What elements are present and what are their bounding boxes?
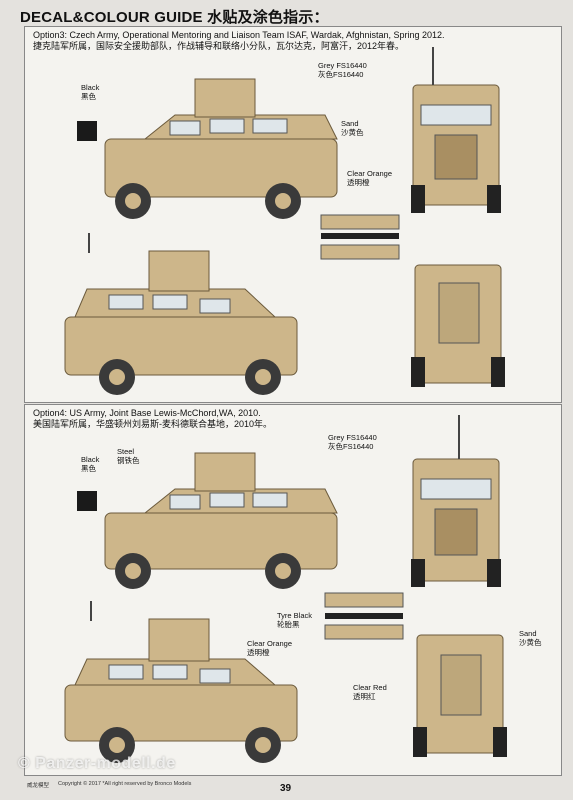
mrap-rear-view	[411, 264, 505, 387]
option3-panel: Option3: Czech Army, Operational Mentori…	[24, 26, 562, 403]
watermark: © Panzer-modell.de	[18, 755, 176, 772]
option3-title-en: Option3: Czech Army, Operational Mentori…	[33, 30, 445, 40]
option4-title-cn: 美国陆军所属，华盛顿州刘易斯-麦科德联合基地，2010年。	[33, 419, 273, 429]
option4-caption: Option4: US Army, Joint Base Lewis-McCho…	[33, 408, 272, 430]
black-swatch	[77, 491, 97, 511]
hatch-detail-parts	[320, 214, 400, 260]
option3-caption: Option3: Czech Army, Operational Mentori…	[33, 30, 445, 52]
option4-title-en: Option4: US Army, Joint Base Lewis-McCho…	[33, 408, 261, 418]
option4-panel: Option4: US Army, Joint Base Lewis-McCho…	[24, 404, 562, 776]
footer-brand: 威龙模型	[27, 783, 50, 789]
mrap-front-view	[411, 458, 501, 587]
footer-copyright: Copyright © 2017 *All right reserved by …	[58, 781, 192, 787]
option4-vehicle-drawings	[64, 415, 507, 763]
mrap-side-view-right	[104, 78, 338, 219]
mrap-front-view	[411, 84, 501, 213]
mrap-rear-view	[413, 634, 507, 757]
option3-vehicle-drawings	[64, 47, 505, 395]
option3-title-cn: 捷克陆军所属，国际安全援助部队，作战辅导和联络小分队，瓦尔达克，阿富汗，2012…	[33, 41, 405, 51]
page-title: DECAL&COLOUR GUIDE 水贴及涂色指示：	[20, 9, 329, 26]
mrap-side-view-right	[104, 452, 338, 589]
mrap-side-view-left	[64, 618, 298, 763]
hatch-detail-parts	[324, 592, 404, 640]
mrap-side-view-left	[64, 250, 298, 395]
page-number: 39	[280, 783, 292, 794]
black-swatch	[77, 121, 97, 141]
